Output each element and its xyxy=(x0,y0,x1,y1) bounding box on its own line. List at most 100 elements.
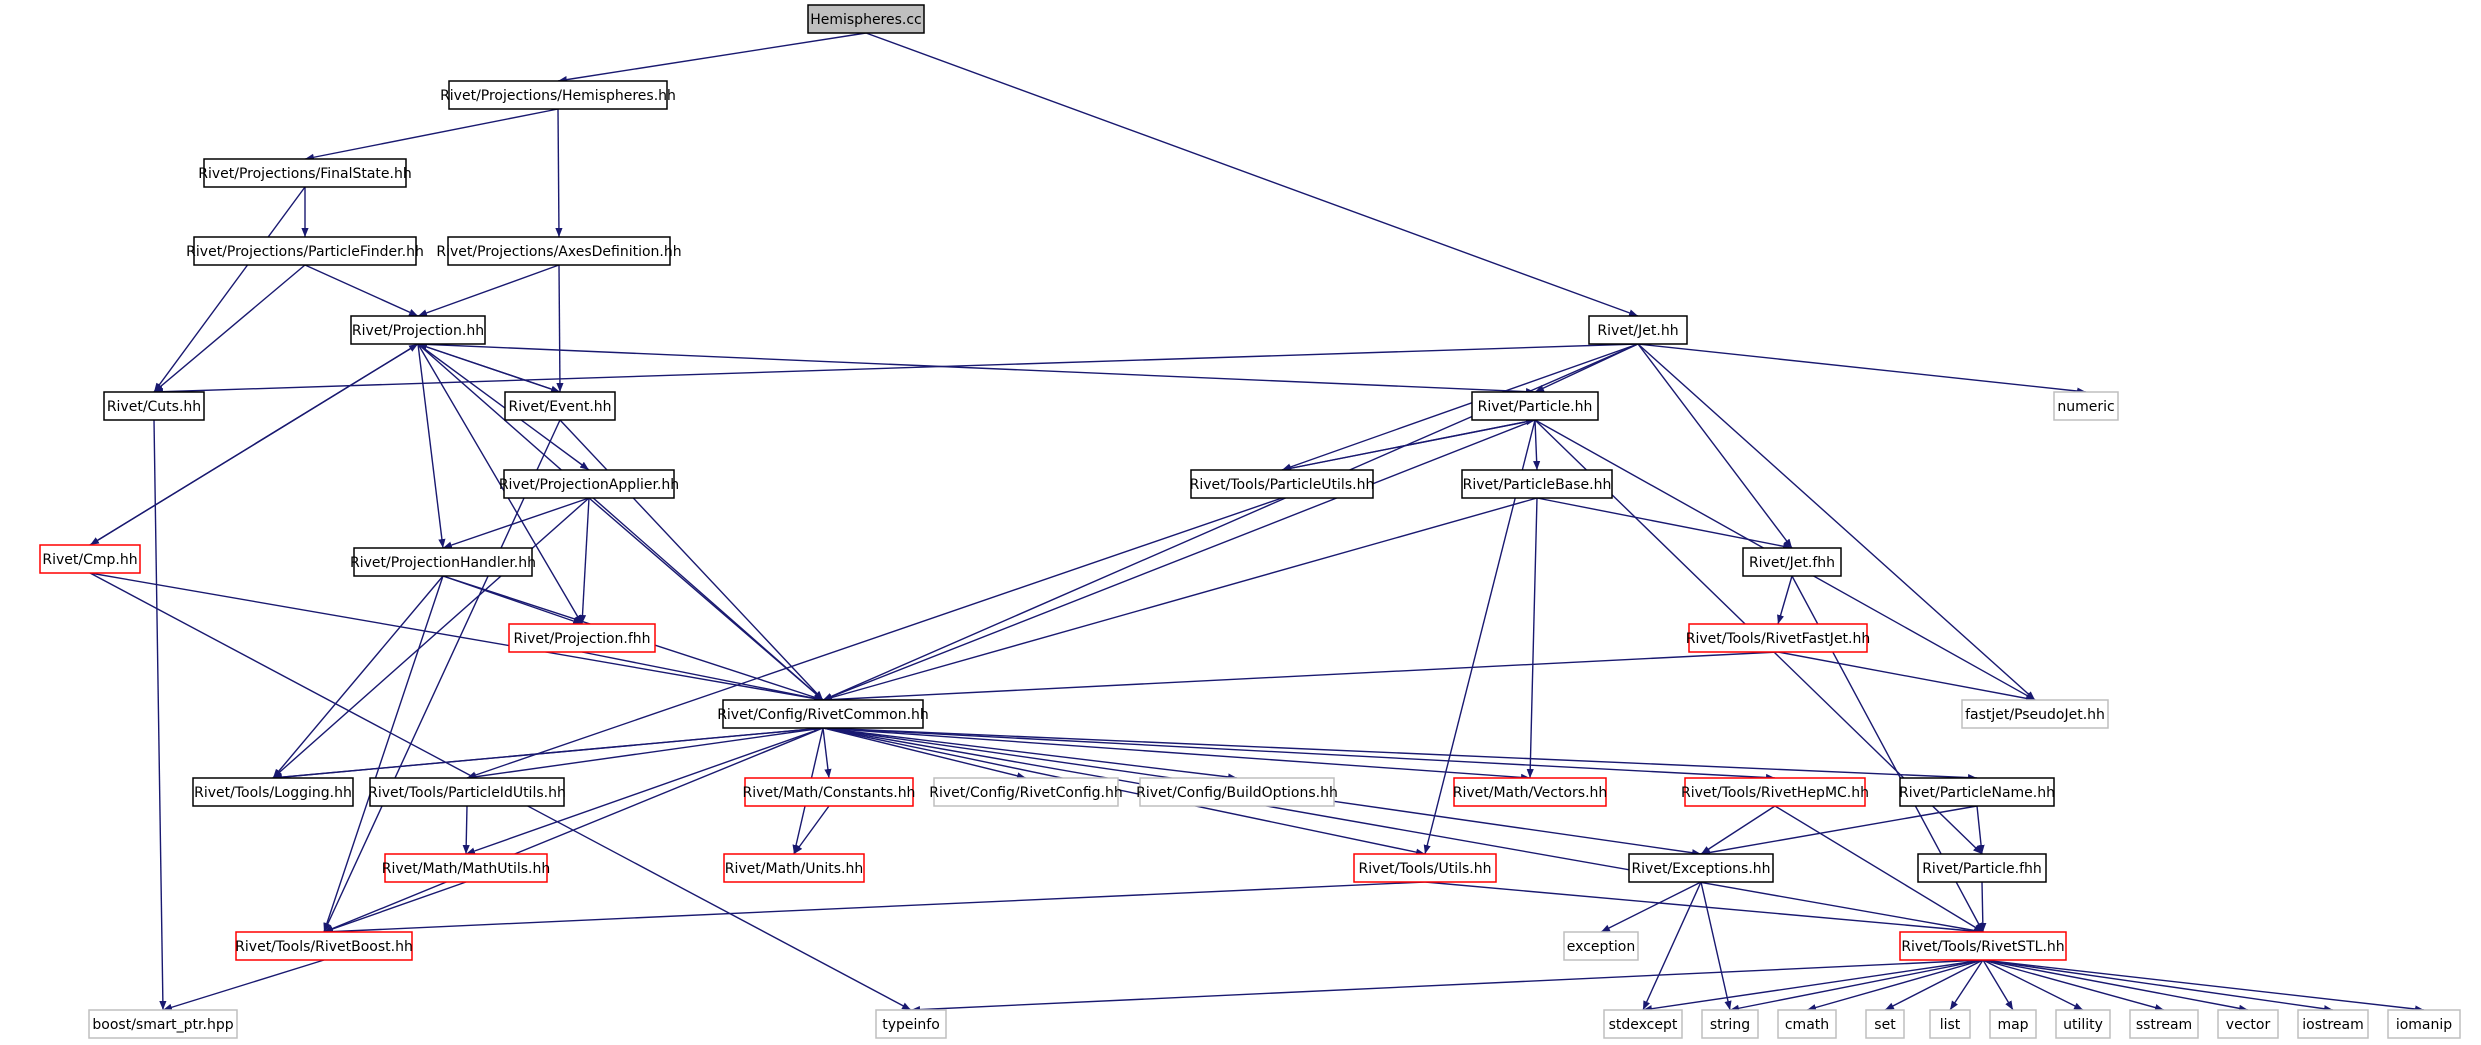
node-box[interactable] xyxy=(1701,1009,1759,1039)
node-tools_rivethepmc_hh[interactable]: Rivet/Tools/RivetHepMC.hh xyxy=(1681,777,1869,807)
node-box[interactable] xyxy=(1453,777,1607,807)
node-box[interactable] xyxy=(723,853,865,883)
node-box[interactable] xyxy=(1688,623,1868,653)
node-particlename_hh[interactable]: Rivet/ParticleName.hh xyxy=(1899,777,2055,807)
node-math_mathutils_hh[interactable]: Rivet/Math/MathUtils.hh xyxy=(382,853,551,883)
node-box[interactable] xyxy=(875,1009,947,1039)
node-stdexcept[interactable]: stdexcept xyxy=(1603,1009,1683,1039)
node-box[interactable] xyxy=(235,931,413,961)
node-projectionapplier_hh[interactable]: Rivet/ProjectionApplier.hh xyxy=(499,469,679,499)
node-projection_fhh[interactable]: Rivet/Projection.fhh xyxy=(508,623,656,653)
node-box[interactable] xyxy=(1139,777,1335,807)
node-exception[interactable]: exception xyxy=(1563,931,1639,961)
node-exceptions_hh[interactable]: Rivet/Exceptions.hh xyxy=(1628,853,1774,883)
node-box[interactable] xyxy=(448,80,668,110)
node-cmp_hh[interactable]: Rivet/Cmp.hh xyxy=(39,544,141,574)
node-box[interactable] xyxy=(2053,391,2119,421)
node-box[interactable] xyxy=(1603,1009,1683,1039)
node-particle_hh[interactable]: Rivet/Particle.hh xyxy=(1471,391,1599,421)
node-box[interactable] xyxy=(1588,315,1688,345)
node-box[interactable] xyxy=(1929,1009,1971,1039)
node-proj_axesdefinition_hh[interactable]: Rivet/Projections/AxesDefinition.hh xyxy=(436,236,682,266)
node-box[interactable] xyxy=(933,777,1119,807)
node-sstream[interactable]: sstream xyxy=(2129,1009,2199,1039)
node-box[interactable] xyxy=(353,547,533,577)
node-event_hh[interactable]: Rivet/Event.hh xyxy=(504,391,616,421)
node-config_buildoptions_hh[interactable]: Rivet/Config/BuildOptions.hh xyxy=(1136,777,1338,807)
node-box[interactable] xyxy=(350,315,486,345)
node-box[interactable] xyxy=(384,853,548,883)
node-cmath[interactable]: cmath xyxy=(1777,1009,1837,1039)
node-config_rivetcommon_hh[interactable]: Rivet/Config/RivetCommon.hh xyxy=(717,699,929,729)
node-box[interactable] xyxy=(807,4,925,34)
node-tools_rivetfastjet_hh[interactable]: Rivet/Tools/RivetFastJet.hh xyxy=(1686,623,1871,653)
node-list[interactable]: list xyxy=(1929,1009,1971,1039)
node-iostream[interactable]: iostream xyxy=(2297,1009,2369,1039)
node-box[interactable] xyxy=(103,391,205,421)
node-box[interactable] xyxy=(1628,853,1774,883)
node-tools_utils_hh[interactable]: Rivet/Tools/Utils.hh xyxy=(1353,853,1497,883)
node-jet_fhh[interactable]: Rivet/Jet.fhh xyxy=(1742,547,1842,577)
node-typeinfo[interactable]: typeinfo xyxy=(875,1009,947,1039)
node-fastjet_pseudojet_hh[interactable]: fastjet/PseudoJet.hh xyxy=(1961,699,2109,729)
node-box[interactable] xyxy=(1917,853,2047,883)
node-vector[interactable]: vector xyxy=(2217,1009,2279,1039)
node-config_rivetconfig_hh[interactable]: Rivet/Config/RivetConfig.hh xyxy=(929,777,1123,807)
node-boost_smart_ptr_hpp[interactable]: boost/smart_ptr.hpp xyxy=(88,1009,238,1039)
node-box[interactable] xyxy=(88,1009,238,1039)
node-math_vectors_hh[interactable]: Rivet/Math/Vectors.hh xyxy=(1453,777,1608,807)
node-map[interactable]: map xyxy=(1989,1009,2037,1039)
node-particlebase_hh[interactable]: Rivet/ParticleBase.hh xyxy=(1461,469,1613,499)
node-box[interactable] xyxy=(503,469,675,499)
node-box[interactable] xyxy=(203,158,407,188)
node-tools_rivetstl_hh[interactable]: Rivet/Tools/RivetSTL.hh xyxy=(1899,931,2067,961)
node-numeric[interactable]: numeric xyxy=(2053,391,2119,421)
node-box[interactable] xyxy=(2217,1009,2279,1039)
node-box[interactable] xyxy=(744,777,914,807)
node-box[interactable] xyxy=(508,623,656,653)
node-string[interactable]: string xyxy=(1701,1009,1759,1039)
node-box[interactable] xyxy=(1899,931,2067,961)
node-projectionhandler_hh[interactable]: Rivet/ProjectionHandler.hh xyxy=(350,547,536,577)
node-projection_hh[interactable]: Rivet/Projection.hh xyxy=(350,315,486,345)
node-box[interactable] xyxy=(1471,391,1599,421)
node-box[interactable] xyxy=(1865,1009,1905,1039)
node-box[interactable] xyxy=(1899,777,2055,807)
node-box[interactable] xyxy=(1353,853,1497,883)
node-box[interactable] xyxy=(504,391,616,421)
node-box[interactable] xyxy=(1777,1009,1837,1039)
node-tools_particleutils_hh[interactable]: Rivet/Tools/ParticleUtils.hh xyxy=(1190,469,1375,499)
node-particle_fhh[interactable]: Rivet/Particle.fhh xyxy=(1917,853,2047,883)
node-box[interactable] xyxy=(2055,1009,2111,1039)
node-proj_finalstate_hh[interactable]: Rivet/Projections/FinalState.hh xyxy=(198,158,412,188)
node-box[interactable] xyxy=(1989,1009,2037,1039)
node-iomanip[interactable]: iomanip xyxy=(2387,1009,2461,1039)
node-box[interactable] xyxy=(722,699,924,729)
node-jet_hh[interactable]: Rivet/Jet.hh xyxy=(1588,315,1688,345)
node-proj_particlefinder_hh[interactable]: Rivet/Projections/ParticleFinder.hh xyxy=(186,236,424,266)
node-hemispheres_cc[interactable]: Hemispheres.cc xyxy=(807,4,925,34)
node-box[interactable] xyxy=(39,544,141,574)
node-tools_particleidutils_hh[interactable]: Rivet/Tools/ParticleIdUtils.hh xyxy=(368,777,566,807)
node-box[interactable] xyxy=(192,777,354,807)
node-tools_logging_hh[interactable]: Rivet/Tools/Logging.hh xyxy=(192,777,354,807)
node-math_units_hh[interactable]: Rivet/Math/Units.hh xyxy=(723,853,865,883)
node-math_constants_hh[interactable]: Rivet/Math/Constants.hh xyxy=(743,777,916,807)
node-box[interactable] xyxy=(193,236,417,266)
node-box[interactable] xyxy=(369,777,565,807)
node-utility[interactable]: utility xyxy=(2055,1009,2111,1039)
node-box[interactable] xyxy=(2297,1009,2369,1039)
node-tools_rivetboost_hh[interactable]: Rivet/Tools/RivetBoost.hh xyxy=(235,931,413,961)
node-box[interactable] xyxy=(2387,1009,2461,1039)
node-cuts_hh[interactable]: Rivet/Cuts.hh xyxy=(103,391,205,421)
node-box[interactable] xyxy=(1190,469,1374,499)
node-box[interactable] xyxy=(1684,777,1866,807)
node-box[interactable] xyxy=(1563,931,1639,961)
node-box[interactable] xyxy=(1742,547,1842,577)
node-box[interactable] xyxy=(1961,699,2109,729)
node-set[interactable]: set xyxy=(1865,1009,1905,1039)
node-box[interactable] xyxy=(447,236,671,266)
node-proj_hemispheres_hh[interactable]: Rivet/Projections/Hemispheres.hh xyxy=(440,80,676,110)
node-box[interactable] xyxy=(1461,469,1613,499)
node-box[interactable] xyxy=(2129,1009,2199,1039)
